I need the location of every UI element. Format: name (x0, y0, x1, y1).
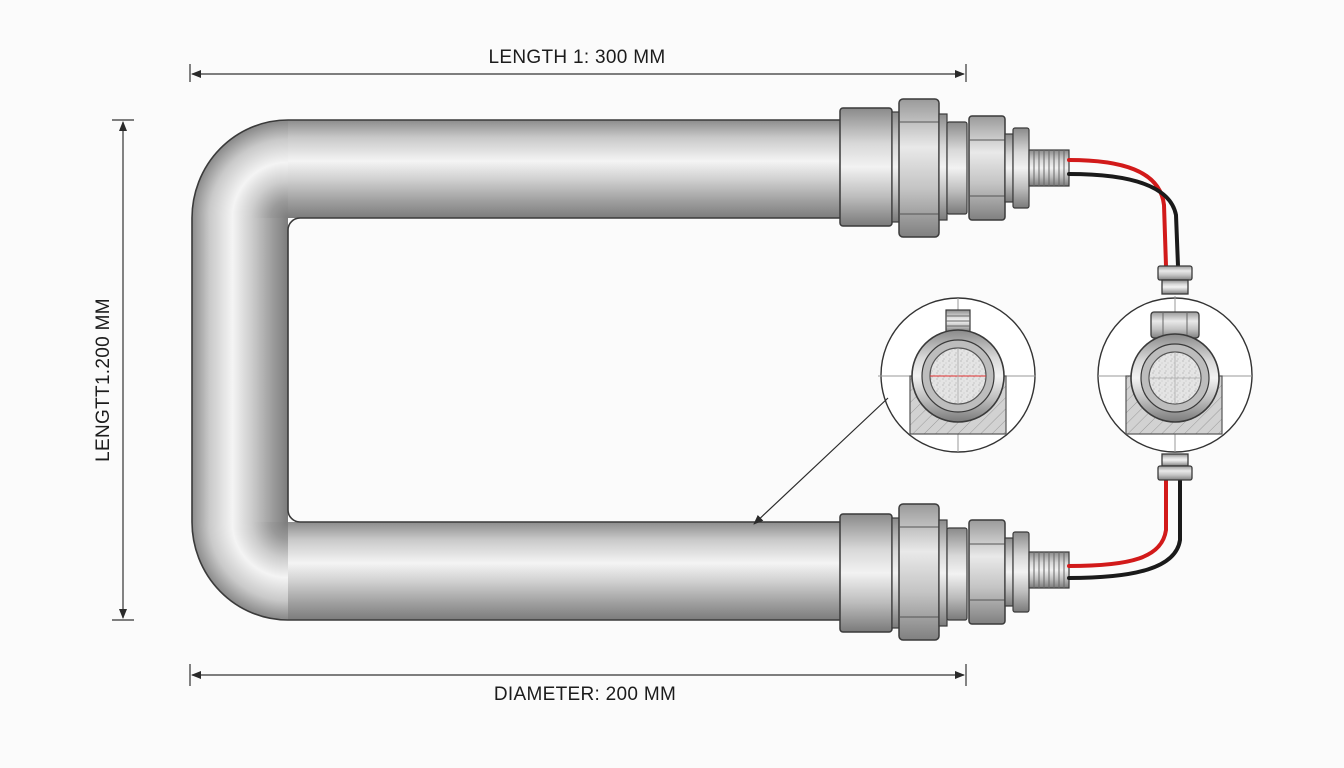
upper-terminal-fitting (839, 98, 1070, 238)
lower-black-wire (1067, 476, 1182, 580)
bottom-dimension-label: DIAMETER: 200 MM (494, 684, 676, 705)
upper-threaded-stud (1028, 149, 1070, 187)
upper-black-wire (1067, 172, 1180, 268)
left-dimension: LENGTT1.200 MM (93, 119, 134, 621)
u-shaped-tube (191, 119, 848, 621)
wiring (1067, 158, 1182, 580)
tube-cross-section-detail (878, 297, 1036, 453)
detail-leader-arrow (753, 397, 889, 525)
top-dimension-label: LENGTH 1: 300 MM (489, 47, 666, 68)
left-dimension-label: LENGTT1.200 MM (93, 298, 114, 462)
detail-stud-tip (945, 309, 971, 333)
lower-red-wire (1067, 476, 1168, 568)
junction-cross-section-detail (1097, 296, 1253, 453)
top-dimension: LENGTH 1: 300 MM (189, 47, 967, 82)
upper-red-wire (1067, 158, 1168, 268)
upper-junction-connector (1157, 265, 1193, 295)
lower-threaded-stud (1028, 551, 1070, 589)
bottom-dimension: DIAMETER: 200 MM (189, 664, 967, 705)
lower-terminal-fitting (839, 503, 1070, 641)
lower-junction-connector (1157, 453, 1193, 481)
